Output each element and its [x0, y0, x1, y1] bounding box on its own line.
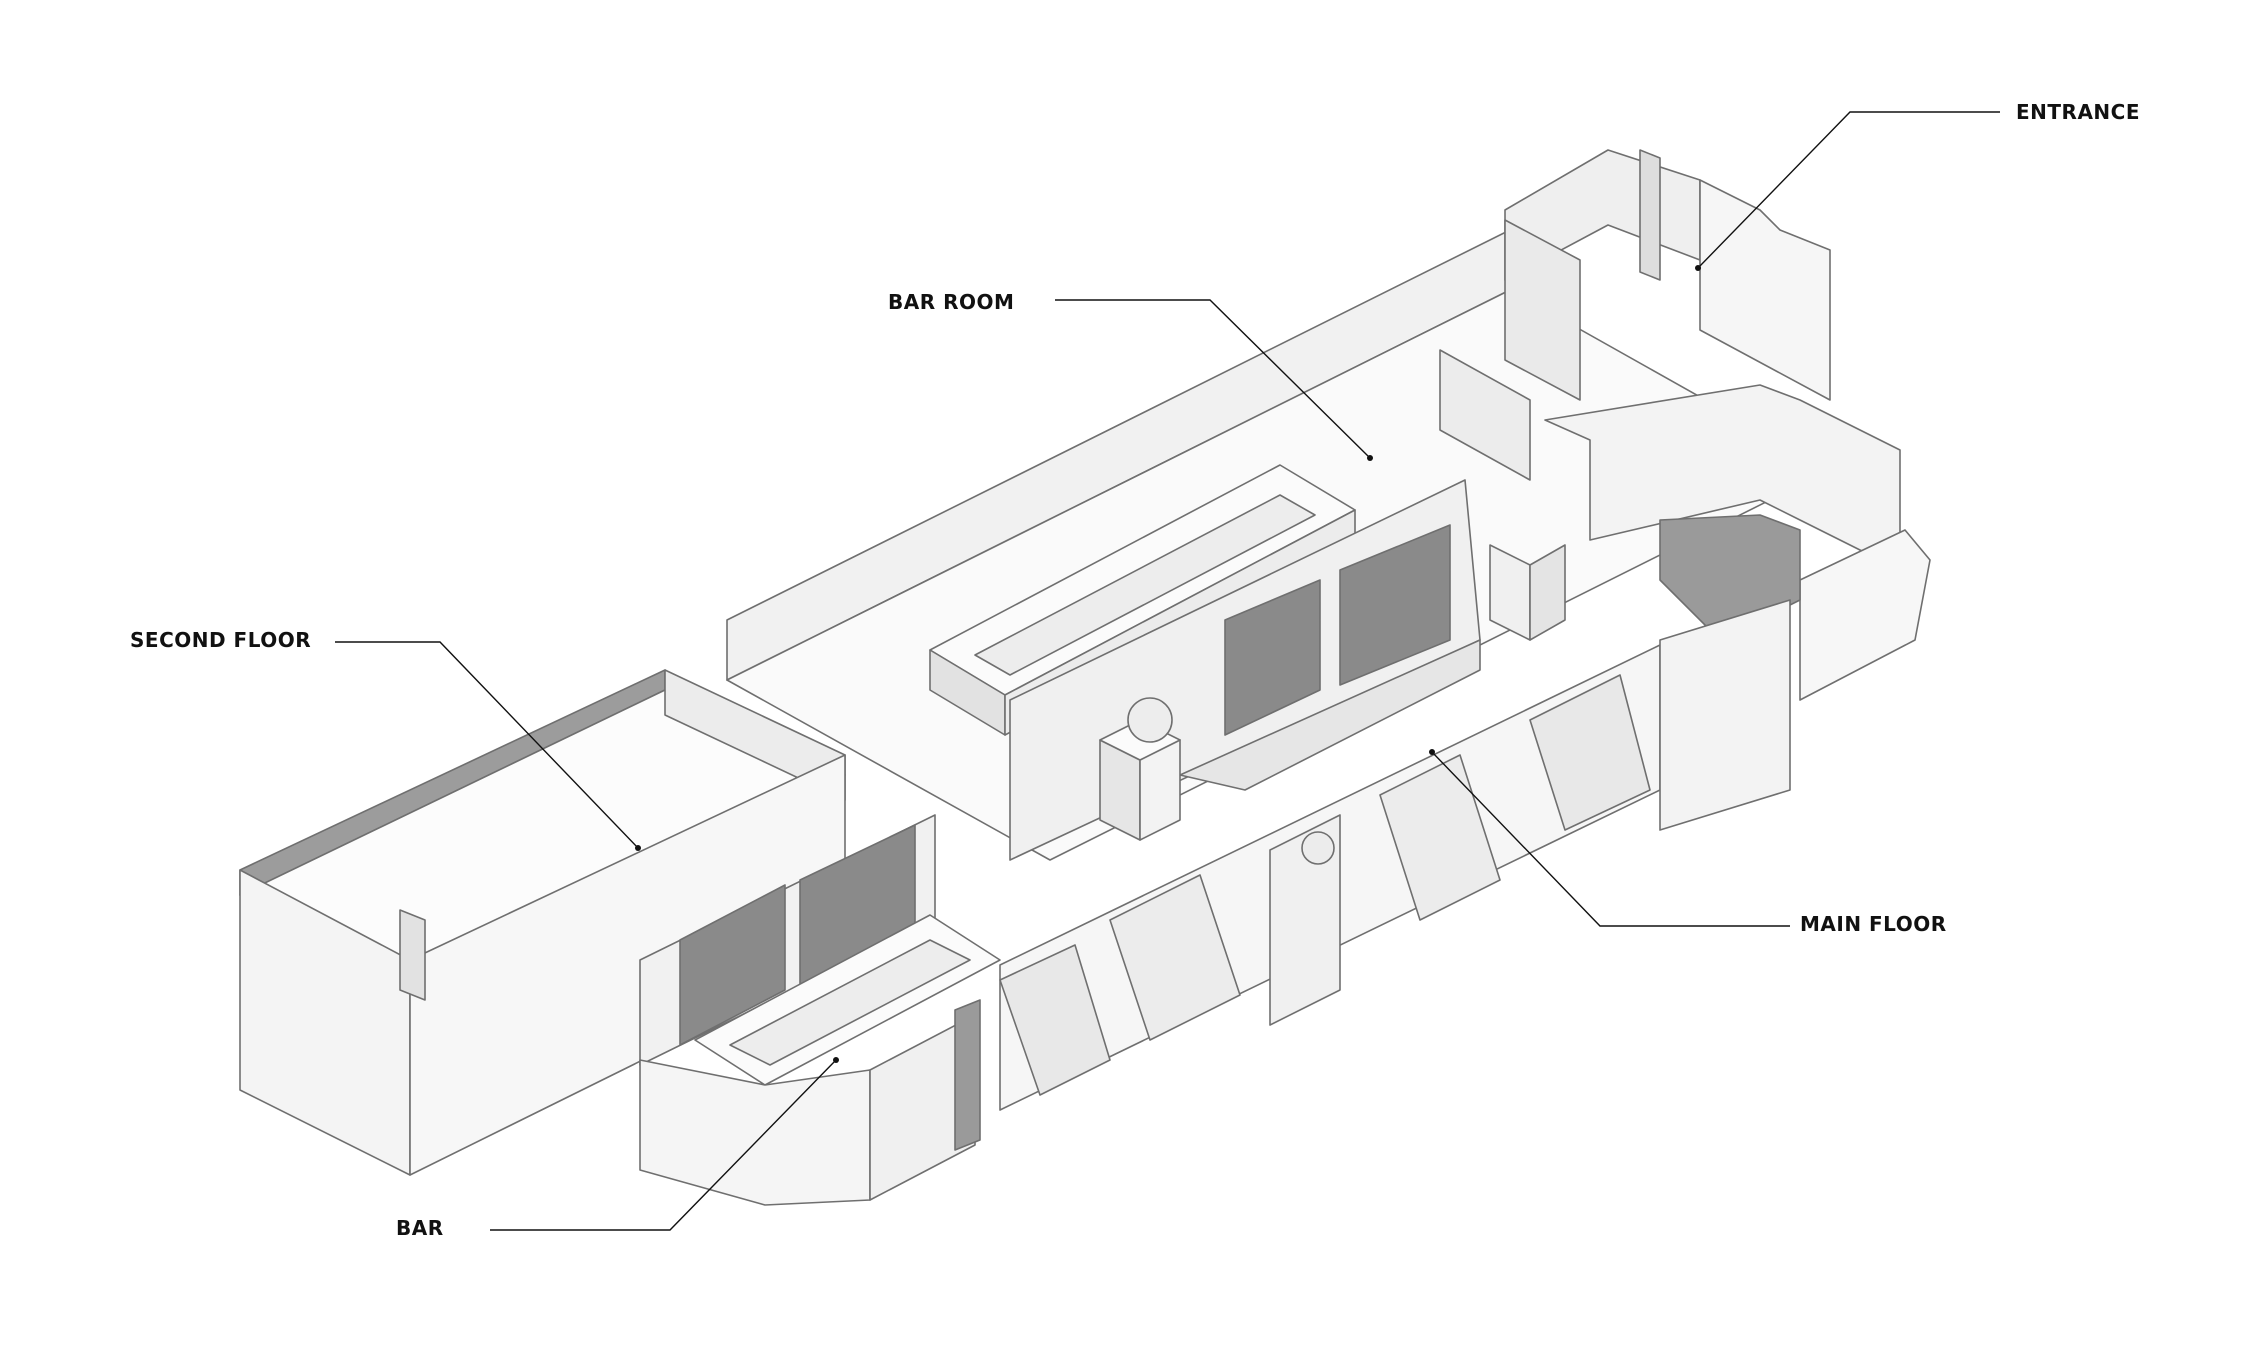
- entrance-wall-front: [1699, 179, 1831, 401]
- second-floor-label: SECOND FLOOR: [130, 628, 312, 652]
- main-floor-leader-dot: [1429, 749, 1435, 755]
- mid-sculpture: [1127, 697, 1173, 743]
- bar-wall-curve: [639, 1059, 871, 1206]
- bar-room-leader-dot: [1367, 455, 1373, 461]
- bar-room-label: BAR ROOM: [888, 290, 1015, 314]
- booth-4: [1379, 754, 1501, 921]
- bar-room-island-inner: [974, 494, 1316, 676]
- booth-3: [1269, 814, 1341, 1026]
- booth-5: [1529, 674, 1651, 831]
- entrance-column: [1639, 149, 1661, 281]
- mid-partition-base: [1179, 639, 1481, 791]
- main-floor-label: MAIN FLOOR: [1800, 912, 1947, 936]
- main-floor-sculpture: [1301, 831, 1335, 865]
- bar-side-wall: [869, 1014, 976, 1201]
- second-floor-leader-dot: [635, 845, 641, 851]
- right-room-curved-wall: [1799, 529, 1931, 701]
- second-floor-column: [399, 909, 426, 1001]
- bar-label: BAR: [396, 1216, 444, 1240]
- mid-dark-panel-2: [1339, 524, 1451, 686]
- main-floor-leader: [1431, 751, 1790, 927]
- bar-leader-dot: [833, 1057, 839, 1063]
- booth-1: [999, 944, 1111, 1096]
- entrance-label: ENTRANCE: [2016, 100, 2140, 124]
- second-dark-panel-1: [679, 884, 786, 1046]
- mid-dark-panel-1: [1224, 579, 1321, 736]
- booth-2: [1109, 874, 1241, 1041]
- bar-dark-column: [954, 999, 981, 1151]
- bar-counter-inner: [729, 939, 971, 1066]
- entrance-side-wall: [1504, 219, 1581, 401]
- entrance-leader: [1697, 111, 2000, 269]
- second-floor-leader: [335, 641, 639, 849]
- main-floor-pillar: [1659, 599, 1791, 831]
- bar-room-leader: [1055, 299, 1371, 459]
- bar-leader: [490, 1059, 837, 1231]
- entrance-leader-dot: [1695, 265, 1701, 271]
- shelving-side: [1529, 544, 1566, 641]
- central-partition: [1439, 349, 1531, 481]
- right-room-back-wall: [1544, 384, 1901, 571]
